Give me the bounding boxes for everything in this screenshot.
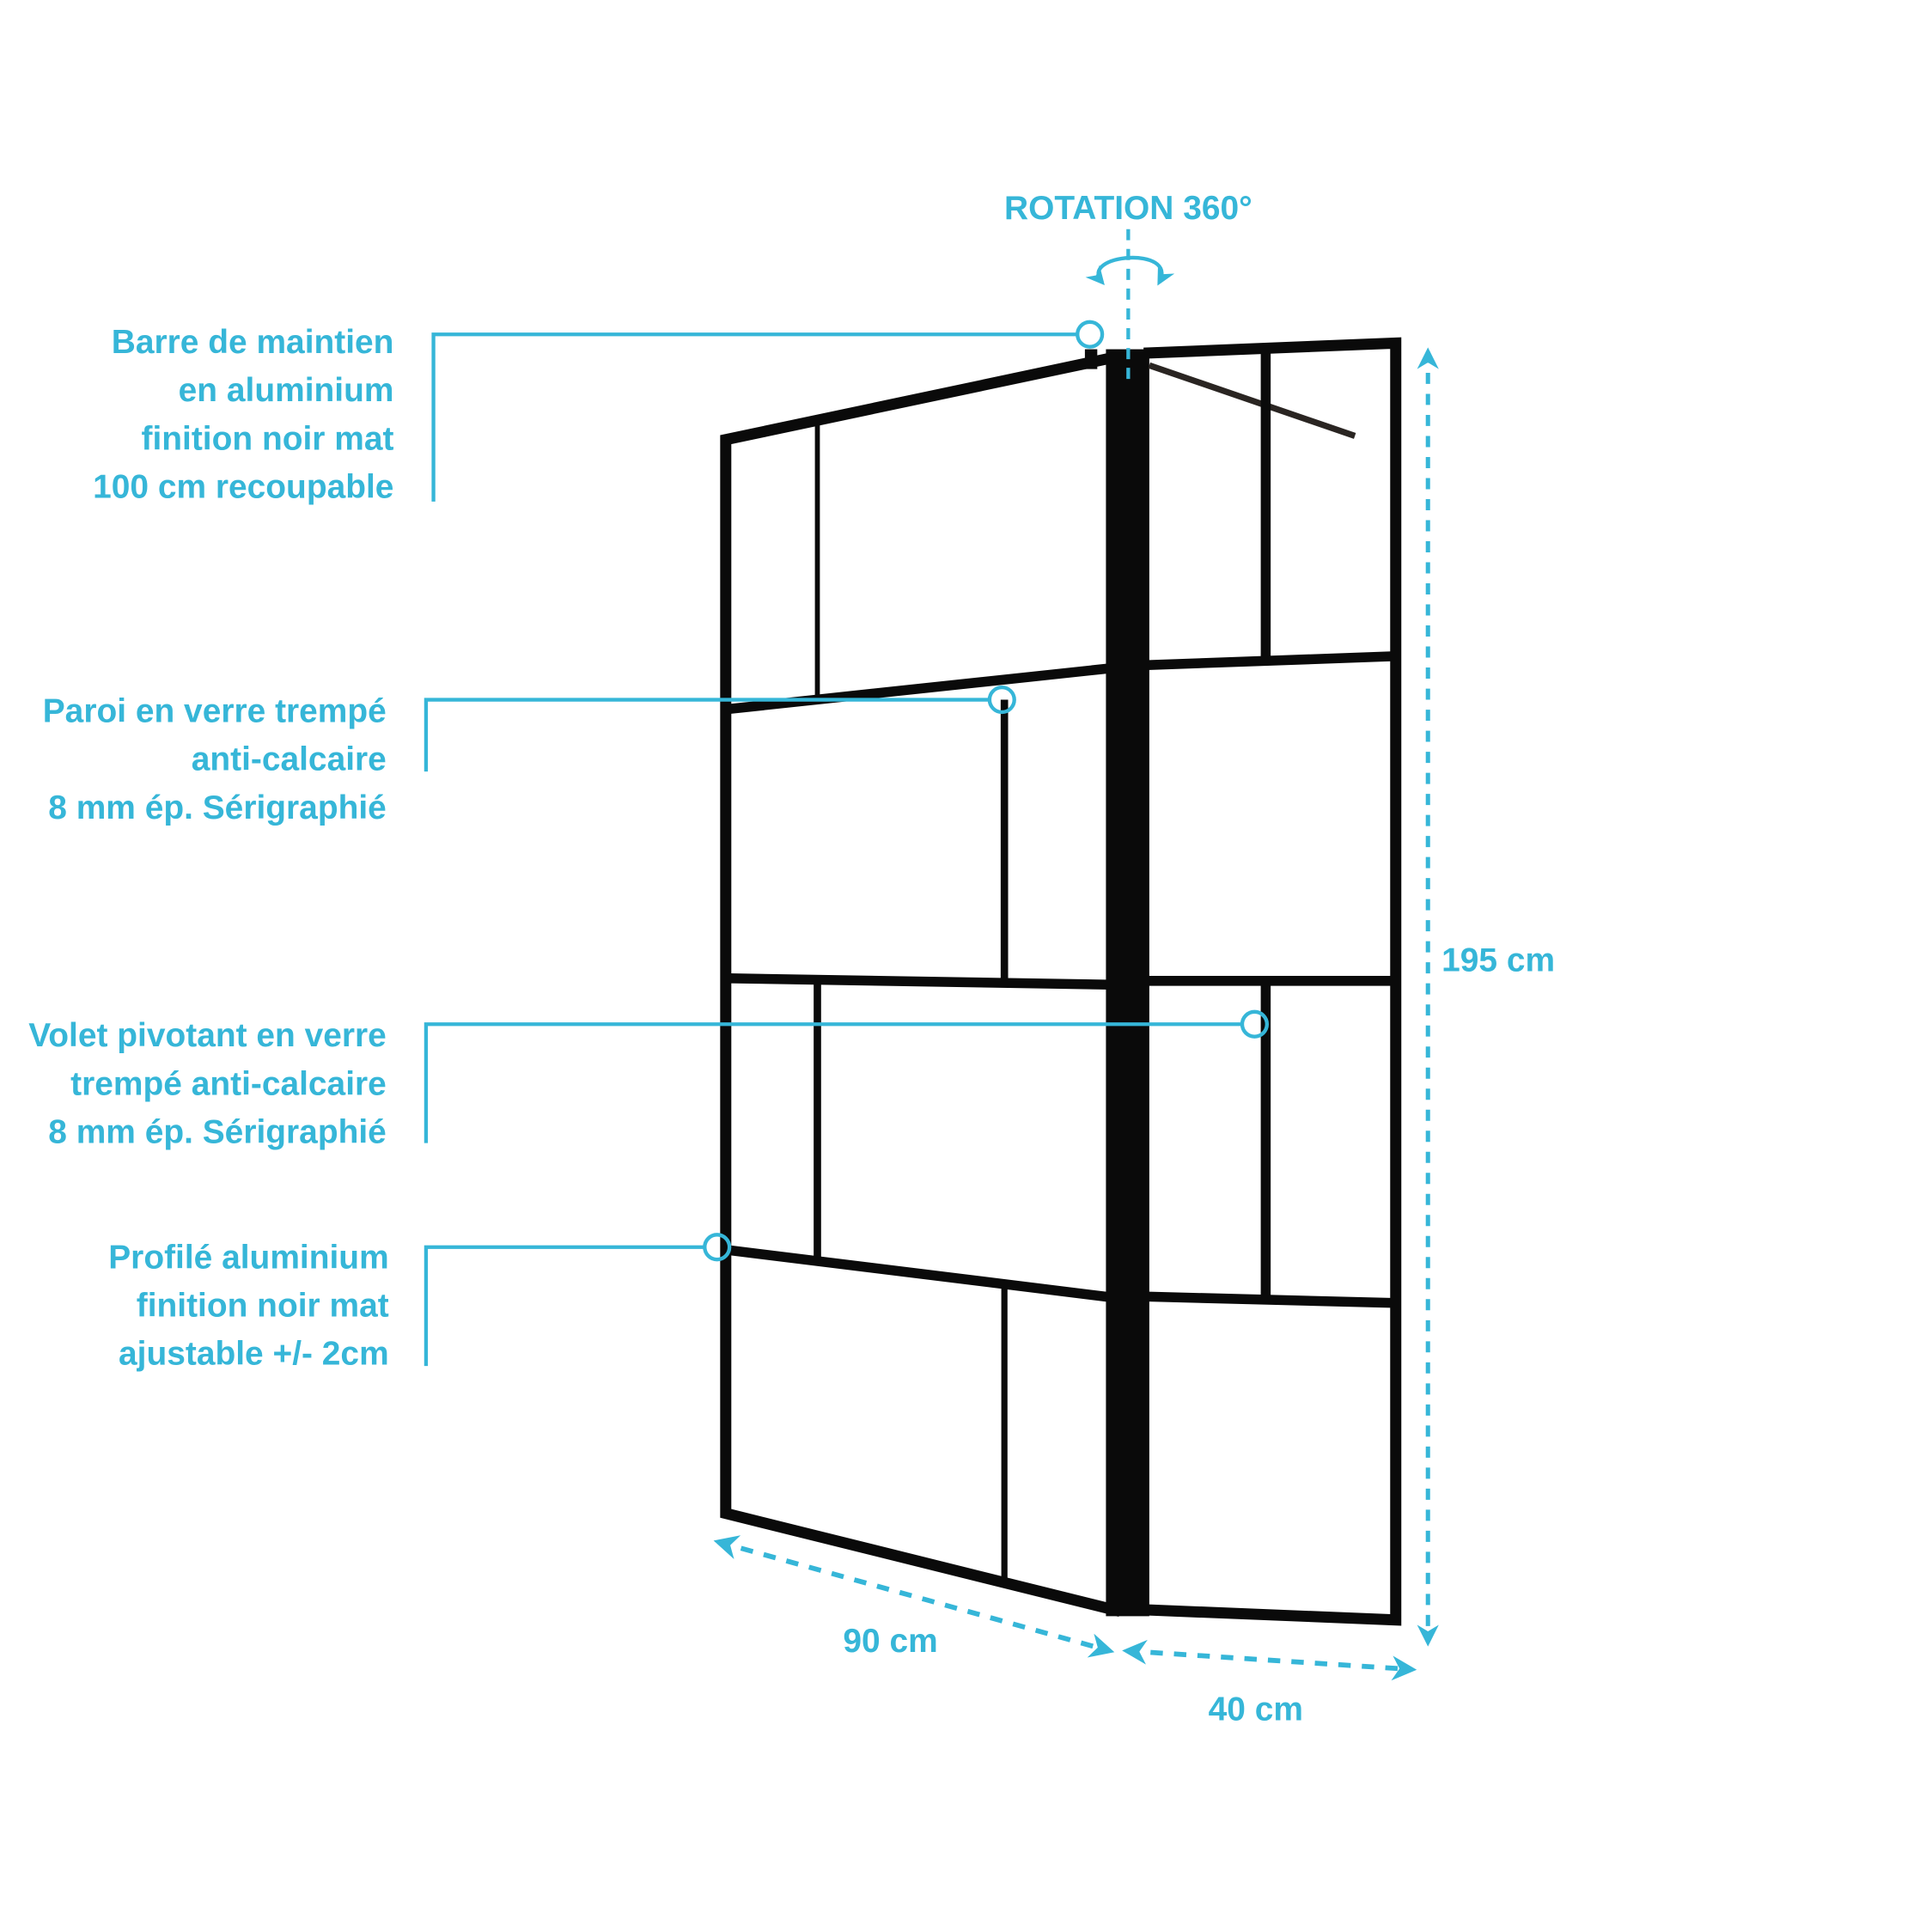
callout-text: Volet pivotant en verre — [28, 1017, 387, 1054]
callout-text: 8 mm ép. Sérigraphié — [48, 1114, 387, 1151]
rotation-label: ROTATION 360° — [1004, 190, 1252, 227]
callout-text: finition noir mat — [137, 1287, 389, 1324]
callout-text: Paroi en verre trempé — [43, 692, 387, 729]
callout-profile: Profilé aluminium finition noir mat ajus… — [108, 1233, 732, 1373]
pivoting-flap-panel — [1143, 337, 1402, 1626]
callout-text: Profilé aluminium — [108, 1239, 388, 1276]
callout-text: 100 cm recoupable — [93, 469, 393, 506]
main-width-label: 90 cm — [843, 1623, 937, 1660]
callout-fixed-glass: Paroi en verre trempé anti-calcaire 8 mm… — [43, 685, 1016, 826]
fixed-glass-panel — [720, 352, 1122, 1618]
callout-text: Barre de maintien — [112, 324, 394, 361]
callout-text: en aluminium — [179, 372, 394, 409]
rotation-arrow-icon — [1085, 255, 1175, 286]
callout-marker — [703, 1233, 732, 1262]
callout-text: ajustable +/- 2cm — [119, 1336, 389, 1373]
height-label: 195 cm — [1441, 942, 1555, 978]
pivot-profile — [1106, 349, 1149, 1617]
callout-pivoting-flap: Volet pivotant en verre trempé anti-calc… — [28, 1009, 1269, 1151]
callout-marker — [987, 685, 1016, 715]
main-width-dimension-line — [713, 1535, 1115, 1658]
support-bar — [1148, 362, 1356, 439]
callout-text: anti-calcaire — [192, 741, 387, 778]
callout-marker — [1240, 1009, 1269, 1039]
callout-text: trempé anti-calcaire — [70, 1065, 387, 1102]
callout-marker — [1076, 320, 1105, 349]
callout-text: 8 mm ép. Sérigraphié — [48, 789, 387, 826]
callout-support-bar: Barre de maintien en aluminium finition … — [93, 320, 1105, 506]
callout-text: finition noir mat — [142, 420, 394, 457]
flap-width-label: 40 cm — [1209, 1691, 1303, 1728]
flap-width-dimension-line — [1122, 1639, 1417, 1681]
